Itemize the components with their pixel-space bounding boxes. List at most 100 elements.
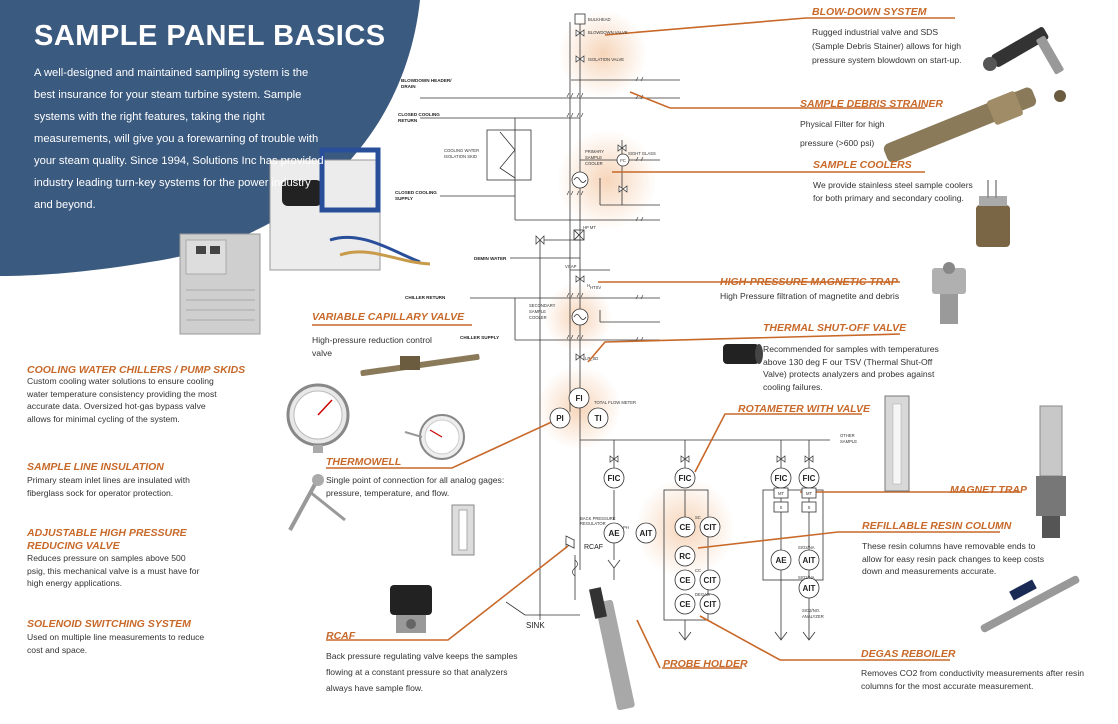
resin-text: These resin columns have removable ends … xyxy=(862,541,1044,576)
ait-label: AIT xyxy=(803,556,816,565)
coolers-text: We provide stainless steel sample cooler… xyxy=(813,180,973,203)
magnet-trap-photo xyxy=(1036,405,1066,538)
rcaf-heading: RCAF xyxy=(326,630,356,642)
sio2-label: SIO2/NA xyxy=(798,575,815,580)
ce-label: CE xyxy=(679,523,691,532)
temperature-gauge-photo xyxy=(404,414,465,460)
debris-text: Physical Filter for high pressure (>600 … xyxy=(800,119,885,148)
s-label: S xyxy=(780,505,783,510)
vcap-label: VCAP xyxy=(565,264,577,269)
bulkhead-label: BULKHEAD xyxy=(588,17,611,22)
magnet-heading: MAGNET TRAP xyxy=(950,484,1027,496)
leader-lines xyxy=(312,17,1020,669)
svg-text:SAMPLE: SAMPLE xyxy=(840,439,857,444)
primary-cooler-label: PRIMARY xyxy=(585,149,604,154)
rcaf-photo xyxy=(390,585,432,633)
probe-holder-photo xyxy=(589,587,635,711)
degas-heading: DEGAS REBOILER xyxy=(861,648,956,660)
ti-label: TI xyxy=(594,414,601,423)
svg-text:RETURN: RETURN xyxy=(398,118,418,123)
s-label: S xyxy=(808,505,811,510)
reducing-heading-2: REDUCING VALVE xyxy=(27,540,120,552)
cit-label: CIT xyxy=(704,600,717,609)
fi-label: FI xyxy=(575,394,582,403)
diagram-text-labels: BULKHEAD BLOWDOWN VALVE ISOLATION VALVE … xyxy=(395,17,857,630)
chillers-text: Custom cooling water solutions to ensure… xyxy=(27,376,217,424)
back-pressure-label: BACK PRESSURE xyxy=(580,516,616,521)
rc-label: RC xyxy=(679,552,691,561)
ae-label: AE xyxy=(775,556,787,565)
reducing-text: Reduces pressure on samples above 500 ps… xyxy=(27,553,200,588)
ait-label: AIT xyxy=(803,584,816,593)
pump-skid-photo xyxy=(269,147,431,271)
debris-strainer-photo xyxy=(883,87,1066,163)
resin-column-photo xyxy=(980,575,1080,633)
h-label: H xyxy=(587,283,590,288)
svg-text:SAMPLE: SAMPLE xyxy=(529,309,546,314)
magtrap-hp-heading: HIGH-PRESSURE MAGNETIC TRAP xyxy=(720,276,898,288)
solenoid-heading: SOLENOID SWITCHING SYSTEM xyxy=(27,618,191,630)
ph-label: PH xyxy=(623,525,629,530)
sample-cooler-photo xyxy=(976,180,1010,247)
degas-label: DEGAS xyxy=(695,592,710,597)
svg-text:COOLER: COOLER xyxy=(529,315,547,320)
thermal-heading: THERMAL SHUT-OFF VALVE xyxy=(763,322,907,334)
capillary-text: High-pressure reduction control valve xyxy=(312,335,432,358)
analyzer-label: SIO2/NO. xyxy=(802,608,820,613)
fic-label: FIC xyxy=(608,474,621,483)
thermal-text: Recommended for samples with temperature… xyxy=(763,344,939,392)
sio2-label: SIO2/NA xyxy=(798,545,815,550)
thermowell-text: Single point of connection for all analo… xyxy=(326,475,505,498)
svg-text:SUPPLY: SUPPLY xyxy=(395,196,413,201)
cooler-symbols xyxy=(571,171,589,326)
ce-label: CE xyxy=(679,576,691,585)
fc-label: FC xyxy=(620,158,626,163)
ce-label: CE xyxy=(679,600,691,609)
svg-text:COOLER: COOLER xyxy=(585,161,603,166)
blowdown-heading: BLOW-DOWN SYSTEM xyxy=(812,6,927,18)
cc-label: CC xyxy=(695,568,701,573)
sc-label: SC xyxy=(695,515,701,520)
rotameter-photo xyxy=(884,395,910,492)
chiller-supply-label: CHILLER SUPPLY xyxy=(460,335,499,340)
hp-mt-label: HP MT xyxy=(583,225,596,230)
pi-label: PI xyxy=(556,414,564,423)
cit-label: CIT xyxy=(704,576,717,585)
sink-label: SINK xyxy=(526,621,545,630)
cit-label: CIT xyxy=(704,523,717,532)
equipment-photos xyxy=(179,27,1080,711)
magnetic-trap-photo xyxy=(932,262,966,324)
mt-label: MT xyxy=(778,491,784,496)
chillers-heading: COOLING WATER CHILLERS / PUMP SKIDS xyxy=(27,364,246,376)
intro-text: A well-designed and maintained sampling … xyxy=(34,67,324,211)
ait-label: AIT xyxy=(640,529,653,538)
svg-text:REGULATOR: REGULATOR xyxy=(580,521,606,526)
sight-glass-label: SIGHT GLASS xyxy=(628,151,656,156)
insulation-heading: SAMPLE LINE INSULATION xyxy=(27,461,164,473)
blowdown-valve-label: BLOWDOWN VALVE xyxy=(588,30,628,35)
header-background xyxy=(0,0,420,276)
instrument-circles xyxy=(549,153,820,615)
thermal-valve-photo xyxy=(723,344,763,364)
reducing-heading: ADJUSTABLE HIGH PRESSURE xyxy=(27,527,187,539)
svg-text:DRAIN: DRAIN xyxy=(401,84,416,89)
blowdown-header-label: BLOWDOWN HEADER/ xyxy=(401,78,452,83)
rcaf-text: Back pressure regulating valve keeps the… xyxy=(326,651,518,693)
svg-text:ANALYZER: ANALYZER xyxy=(802,614,824,619)
instrument-labels: FI PI TI FIC FIC FIC FIC AE AIT CE CIT R… xyxy=(556,158,815,609)
total-flow-label: TOTAL FLOW METER xyxy=(594,400,636,405)
blowdown-text: Rugged industrial valve and SDS (Sample … xyxy=(812,27,962,65)
thermowell-heading: THERMOWELL xyxy=(326,456,402,468)
ae-label: AE xyxy=(608,529,620,538)
mt-label: MT xyxy=(806,491,812,496)
rcaf-label: RCAF xyxy=(584,544,603,551)
rotameter-heading: ROTAMETER WITH VALVE xyxy=(738,403,871,415)
resin-heading: REFILLABLE RESIN COLUMN xyxy=(862,520,1012,532)
pressure-gauge-photo xyxy=(286,383,350,453)
magtrap-hp-text: High Pressure filtration of magnetite an… xyxy=(720,291,900,301)
chiller-return-label: CHILLER RETURN xyxy=(405,295,446,300)
solenoid-text: Used on multiple line measurements to re… xyxy=(27,632,205,655)
cw-isolation-label: COOLING WATER xyxy=(444,148,479,153)
thermowell-photo xyxy=(288,474,346,531)
